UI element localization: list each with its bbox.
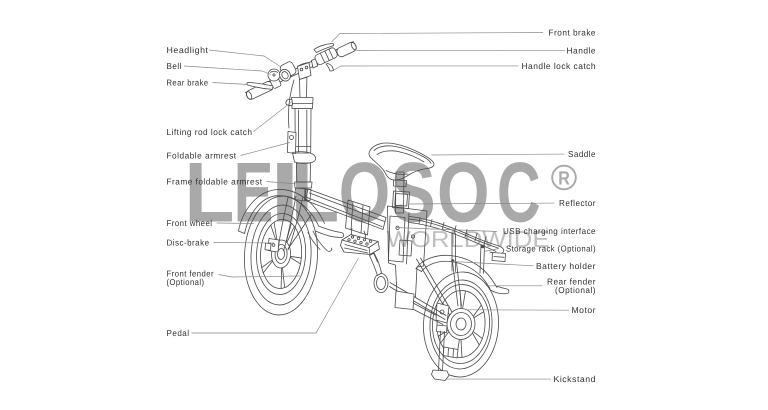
svg-text:Reflector: Reflector [559, 198, 596, 208]
svg-text:(Optional): (Optional) [167, 277, 205, 287]
svg-text:Kickstand: Kickstand [554, 374, 597, 384]
svg-text:Front fender: Front fender [167, 269, 215, 279]
svg-text:Lifting rod lock catch: Lifting rod lock catch [167, 127, 253, 137]
svg-text:Handle lock catch: Handle lock catch [522, 61, 597, 71]
svg-text:Frame foldable armrest: Frame foldable armrest [167, 177, 263, 187]
svg-text:Handle: Handle [567, 46, 597, 56]
svg-text:Disc-brake: Disc-brake [167, 238, 210, 248]
svg-text:Front brake: Front brake [549, 28, 597, 38]
svg-text:Storage rack (Optional): Storage rack (Optional) [506, 244, 596, 254]
svg-text:Front wheel: Front wheel [167, 218, 213, 228]
svg-text:Battery holder: Battery holder [536, 261, 596, 271]
svg-text:Foldable armrest: Foldable armrest [167, 151, 237, 161]
svg-text:Rear brake: Rear brake [167, 78, 209, 88]
svg-text:Headlight: Headlight [167, 45, 209, 55]
svg-text:Motor: Motor [572, 306, 597, 316]
svg-text:Rear fender: Rear fender [547, 277, 596, 287]
svg-text:(Optional): (Optional) [555, 285, 596, 295]
svg-text:USB charging interface: USB charging interface [503, 226, 596, 236]
svg-text:R: R [558, 167, 570, 188]
svg-text:Pedal: Pedal [167, 328, 190, 338]
svg-text:Bell: Bell [167, 61, 183, 71]
svg-text:LEILOSOC: LEILOSOC [184, 146, 540, 241]
svg-text:Saddle: Saddle [568, 149, 596, 159]
